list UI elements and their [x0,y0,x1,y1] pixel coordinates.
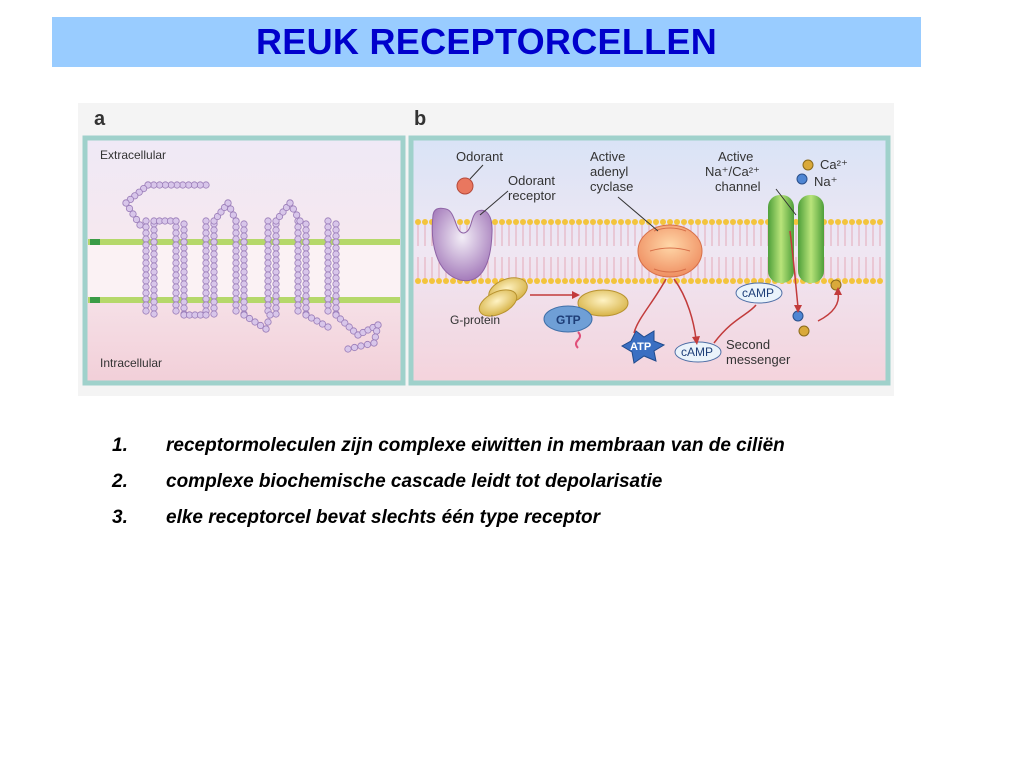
list-item-text: complexe biochemische cascade leidt tot … [166,471,663,492]
calcium-ion-inside [830,279,842,291]
receptor-figure: a Extracellular Intracellular b Odorant … [78,103,894,396]
odorant-molecule [456,177,474,195]
gtp-label: GTP [556,313,581,327]
odorant-receptor-label-2: receptor [508,188,556,203]
calcium-ion [802,159,814,171]
g-protein-label: G-protein [450,313,500,327]
camp-label-upper: cAMP [742,286,774,300]
panel-b-letter: b [414,108,426,130]
list-item-text: elke receptorcel bevat slechts één type … [166,507,601,528]
camp-bubble-upper [735,282,783,304]
channel-label-2: Na⁺/Ca²⁺ [705,164,760,179]
na-ion-label: Na⁺ [814,174,837,189]
signal-arrows [633,230,840,344]
page-title: REUK RECEPTORCELLEN [255,21,718,62]
second-messenger-label-2: messenger [726,352,791,367]
title-bar: REUK RECEPTORCELLEN [52,17,921,67]
odorant-receptor [431,207,493,282]
atp-star [621,330,666,364]
cyclase-label-3: cyclase [590,179,633,194]
list-item-number: 3. [112,507,128,528]
list-item: 3. elke receptorcel bevat slechts één typ… [112,506,872,530]
odorant-receptor-label-1: Odorant [508,173,555,188]
list-item-number: 1. [112,435,128,456]
second-messenger-label-1: Second [726,337,770,352]
na-ca-channel [768,195,824,283]
intracellular-label: Intracellular [100,356,162,370]
list-item-text: receptormoleculen zijn complexe eiwitten… [166,435,785,456]
calcium-ion-inside-2 [798,325,810,337]
atp-label: ATP [630,341,651,353]
panel-b: b Odorant Odorant receptor Active adenyl… [408,108,891,386]
list-item-number: 2. [112,471,128,492]
gtp-bubble [543,305,593,333]
panel-a-letter: a [94,108,106,130]
channel-label-3: channel [715,179,761,194]
list-item: 2. complexe biochemische cascade leidt to… [112,470,872,494]
sodium-ion [796,173,808,185]
ca-ion-label: Ca²⁺ [820,157,848,172]
g-protein [478,277,629,317]
receptor-protein-chain [122,181,382,353]
channel-label-1: Active [718,149,753,164]
odorant-label: Odorant [456,149,503,164]
list-item: 1. receptormoleculen zijn complexe eiwitt… [112,434,872,458]
panel-a: a Extracellular Intracellular [82,108,406,386]
point-list: 1. receptormoleculen zijn complexe eiwitt… [112,434,872,542]
camp-label-lower: cAMP [681,345,713,359]
cyclase-label-1: Active [590,149,625,164]
extracellular-label: Extracellular [100,148,166,162]
adenyl-cyclase [637,224,703,278]
cyclase-label-2: adenyl [590,164,628,179]
